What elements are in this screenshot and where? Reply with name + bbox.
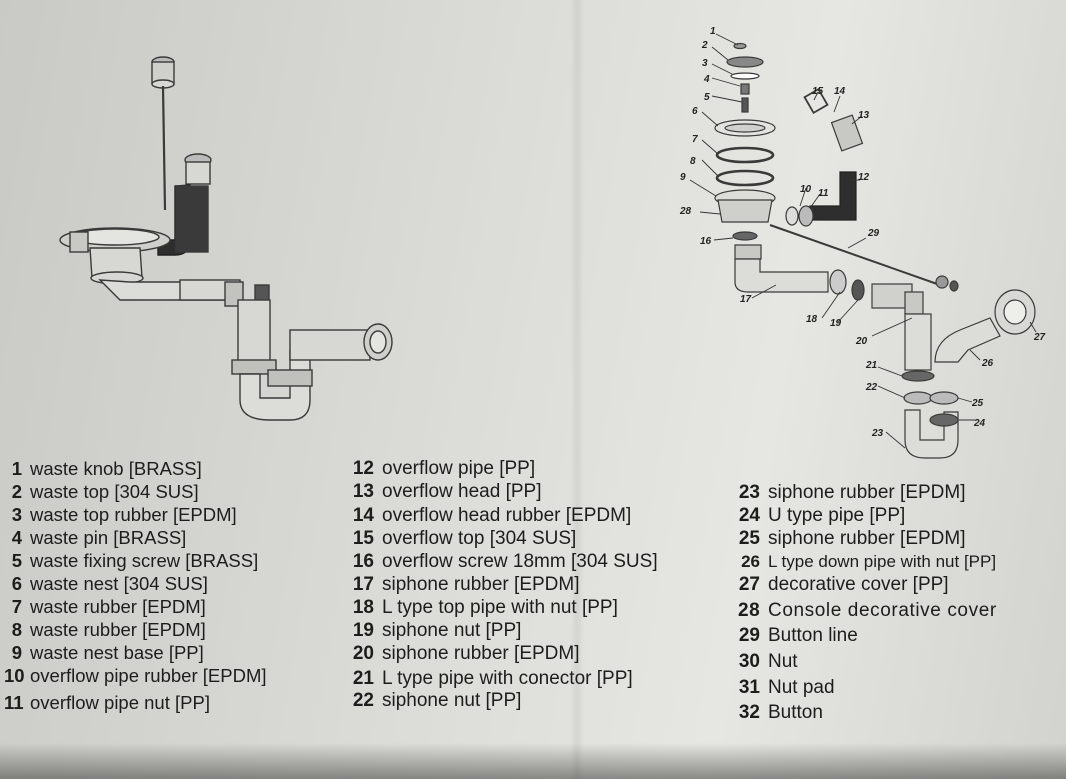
callout-2: 2 — [701, 40, 708, 51]
assembled-drain-illustration: 1 2 3 4 5 6 7 8 9 10 11 12 13 14 15 16 1… — [59, 26, 1046, 459]
callout-15: 15 — [812, 86, 824, 97]
callout-27: 27 — [1033, 332, 1046, 343]
callout-5: 5 — [704, 92, 710, 103]
callout-12: 12 — [858, 172, 870, 183]
callout-14: 14 — [834, 86, 846, 97]
paper-fold — [570, 0, 584, 779]
callout-10: 10 — [800, 184, 812, 195]
callout-6: 6 — [692, 106, 698, 117]
callout-19: 19 — [830, 318, 842, 329]
callout-25: 25 — [971, 398, 984, 409]
callout-11: 11 — [818, 188, 829, 199]
callout-21: 21 — [865, 360, 878, 371]
callout-20: 20 — [855, 336, 868, 347]
callout-9: 9 — [680, 172, 686, 183]
callout-16: 16 — [700, 236, 712, 247]
callout-24: 24 — [973, 418, 986, 429]
callout-29: 29 — [867, 228, 880, 239]
paper-bottom-shadow — [0, 743, 1066, 779]
callout-4: 4 — [703, 74, 710, 85]
callout-17: 17 — [740, 294, 752, 305]
callout-18: 18 — [806, 314, 818, 325]
callout-22: 22 — [865, 382, 878, 393]
callout-13: 13 — [858, 110, 870, 121]
callout-26: 26 — [981, 358, 994, 369]
callout-28: 28 — [679, 206, 692, 217]
callout-3: 3 — [702, 58, 708, 69]
callout-23: 23 — [871, 428, 884, 439]
callout-8: 8 — [690, 156, 696, 167]
callout-7: 7 — [692, 134, 698, 145]
callout-1: 1 — [710, 26, 716, 37]
